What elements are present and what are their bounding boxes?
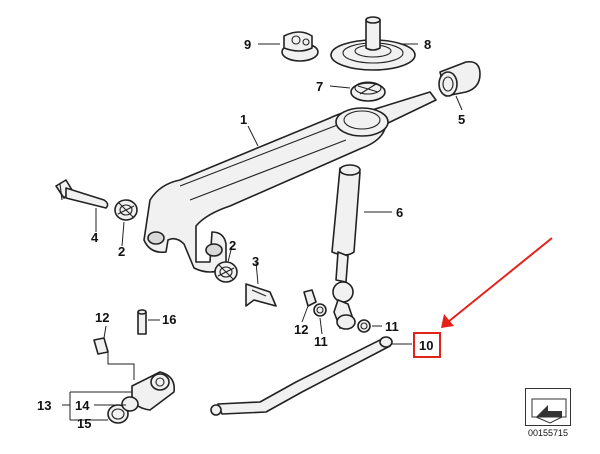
part-4-pin	[55, 179, 109, 209]
part-15-rings	[107, 396, 139, 424]
part-11-washer-mid	[313, 303, 327, 317]
part-8-bearing-plate	[330, 16, 416, 71]
callout-8: 8	[424, 37, 431, 52]
callout-labels: 1 2 2 3 4 5 6 7 8 9 11 11 12 12 13 14 15…	[37, 37, 465, 431]
callout-5: 5	[458, 112, 465, 127]
callout-14: 14	[75, 398, 90, 413]
callout-12a: 12	[95, 310, 109, 325]
callout-16: 16	[162, 312, 176, 327]
part-2-bushing-a	[114, 199, 138, 221]
part-9-clip	[281, 31, 319, 62]
callout-6: 6	[396, 205, 403, 220]
part-10-linkage-rod	[210, 336, 393, 416]
callout-11b: 11	[385, 319, 399, 334]
callout-15: 15	[77, 416, 91, 431]
part-7-bushing	[350, 81, 386, 102]
part-2-bushing-b	[214, 261, 238, 283]
part-6-shift-rod	[331, 164, 361, 330]
callout-13: 13	[37, 398, 51, 413]
part-12-clip-mid	[303, 289, 317, 307]
part-5-bushing	[438, 60, 481, 97]
callout-11a: 11	[314, 334, 328, 349]
leader-lines	[62, 43, 463, 421]
arrow-diagram-icon	[531, 398, 567, 424]
callout-1: 1	[240, 112, 247, 127]
highlight-box	[413, 332, 441, 358]
callout-9: 9	[244, 37, 251, 52]
callout-4: 4	[91, 230, 99, 245]
highlighted-callout-10: 10	[413, 332, 441, 358]
callout-7: 7	[316, 79, 323, 94]
reference-box	[525, 388, 571, 426]
part-3-bracket-clip	[245, 283, 277, 307]
part-1-selector-arm	[143, 91, 437, 273]
part-11-washer-right	[357, 319, 371, 333]
callout-12b: 12	[294, 322, 308, 337]
red-pointer-arrow	[441, 237, 553, 328]
callout-2a: 2	[118, 244, 125, 259]
callout-2b: 2	[229, 238, 236, 253]
part-16-pin	[137, 309, 147, 335]
part-12-clip-left	[93, 337, 109, 355]
reference-number: 00155715	[527, 428, 569, 438]
callout-3: 3	[252, 254, 259, 269]
callout-10: 10	[419, 338, 433, 353]
